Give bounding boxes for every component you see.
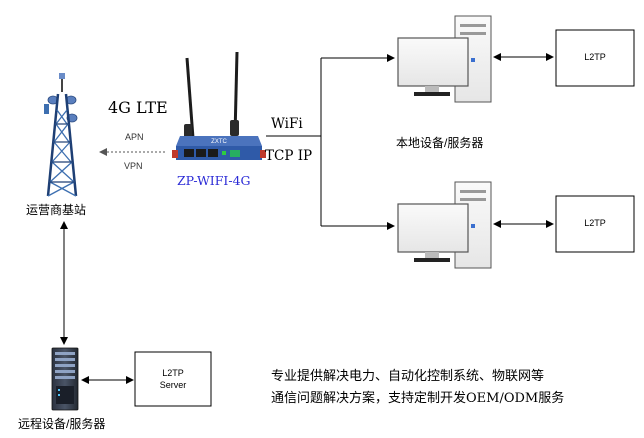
server-icon (51, 347, 79, 411)
lte-label: 4G LTE (108, 98, 168, 117)
router-model-label: ZP-WIFI-4G (177, 173, 251, 188)
description-line1: 专业提供解决电力、自动化控制系统、物联网等 (271, 368, 544, 384)
tower-label: 运营商基站 (26, 202, 86, 217)
l2tp-box-top-label: L2TP (584, 52, 606, 62)
wifi-label: WiFi (271, 116, 303, 132)
l2tp-box-top (555, 29, 635, 87)
apn-label: APN (125, 132, 144, 142)
tcpip-label: TCP IP (265, 148, 312, 164)
vpn-label: VPN (124, 161, 143, 171)
remote-label: 远程设备/服务器 (18, 416, 105, 431)
router-brand-text: ZXTC (211, 139, 227, 145)
l2tp-box-bottom-label: L2TP (584, 218, 606, 228)
computer-bottom-icon (397, 181, 492, 269)
router-icon: ZXTC (172, 51, 266, 160)
l2tp-box-bottom (555, 195, 635, 253)
local-devices-label: 本地设备/服务器 (396, 135, 483, 150)
cell-tower-icon (44, 73, 78, 197)
l2tp-server-line1: L2TP (162, 368, 184, 378)
computer-top-icon (397, 15, 492, 103)
l2tp-server-line2: Server (160, 380, 187, 390)
description-line2: 通信问题解决方案，支持定制开发OEM/ODM服务 (271, 390, 564, 406)
l2tp-server-box (134, 351, 212, 407)
